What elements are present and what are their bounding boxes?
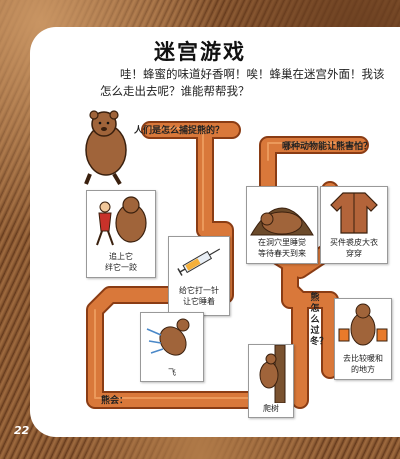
flying-bear-illustration (146, 318, 190, 356)
climbing-bear-illustration (259, 344, 286, 404)
card-coat-caption: 买件裘皮大衣 穿穿 (330, 238, 378, 258)
card-sleep[interactable]: 在洞穴里睡觉 等待春天到来 (246, 186, 318, 264)
card-injection-caption: 给它打一针 让它睡着 (179, 286, 219, 306)
card-climb[interactable]: 爬树 (248, 344, 294, 418)
card-warm[interactable]: 去比较暖和 的地方 (334, 298, 392, 380)
question-3-label: 熊怎么过冬？ (310, 293, 329, 347)
syringe-icon (177, 248, 221, 276)
card-chase-caption: 追上它 绊它一跤 (105, 252, 137, 272)
card-warm-caption: 去比较暖和 的地方 (343, 354, 383, 374)
card-fly-caption: 飞 (168, 368, 176, 377)
question-1-label: 人们是怎么捕捉熊的？ (134, 126, 225, 136)
fur-coat-illustration (330, 192, 378, 234)
question-4-label: 熊会： (101, 396, 129, 406)
traveling-bear-illustration (338, 303, 388, 346)
card-fly[interactable]: 飞 (140, 312, 204, 382)
question-2-label: 哪种动物能让熊害怕？ (282, 142, 373, 152)
card-chase[interactable]: 追上它 绊它一跤 (86, 190, 156, 278)
card-injection[interactable]: 给它打一针 让它睡着 (168, 236, 230, 316)
sleeping-bear-illustration (250, 207, 314, 236)
card-sleep-caption: 在洞穴里睡觉 等待春天到来 (258, 238, 306, 258)
intro-text: 哇！蜂蜜的味道好香啊！唉！蜂巢在迷宫外面！我该怎么走出去呢？谁能帮帮我？ (100, 67, 385, 98)
card-climb-caption: 爬树 (263, 404, 279, 413)
bear-illustration (84, 110, 127, 186)
page-number: 22 (14, 424, 30, 437)
card-coat[interactable]: 买件裘皮大衣 穿穿 (320, 186, 388, 264)
chase-illustration (96, 196, 147, 246)
page-title: 迷宫游戏 (154, 40, 246, 64)
